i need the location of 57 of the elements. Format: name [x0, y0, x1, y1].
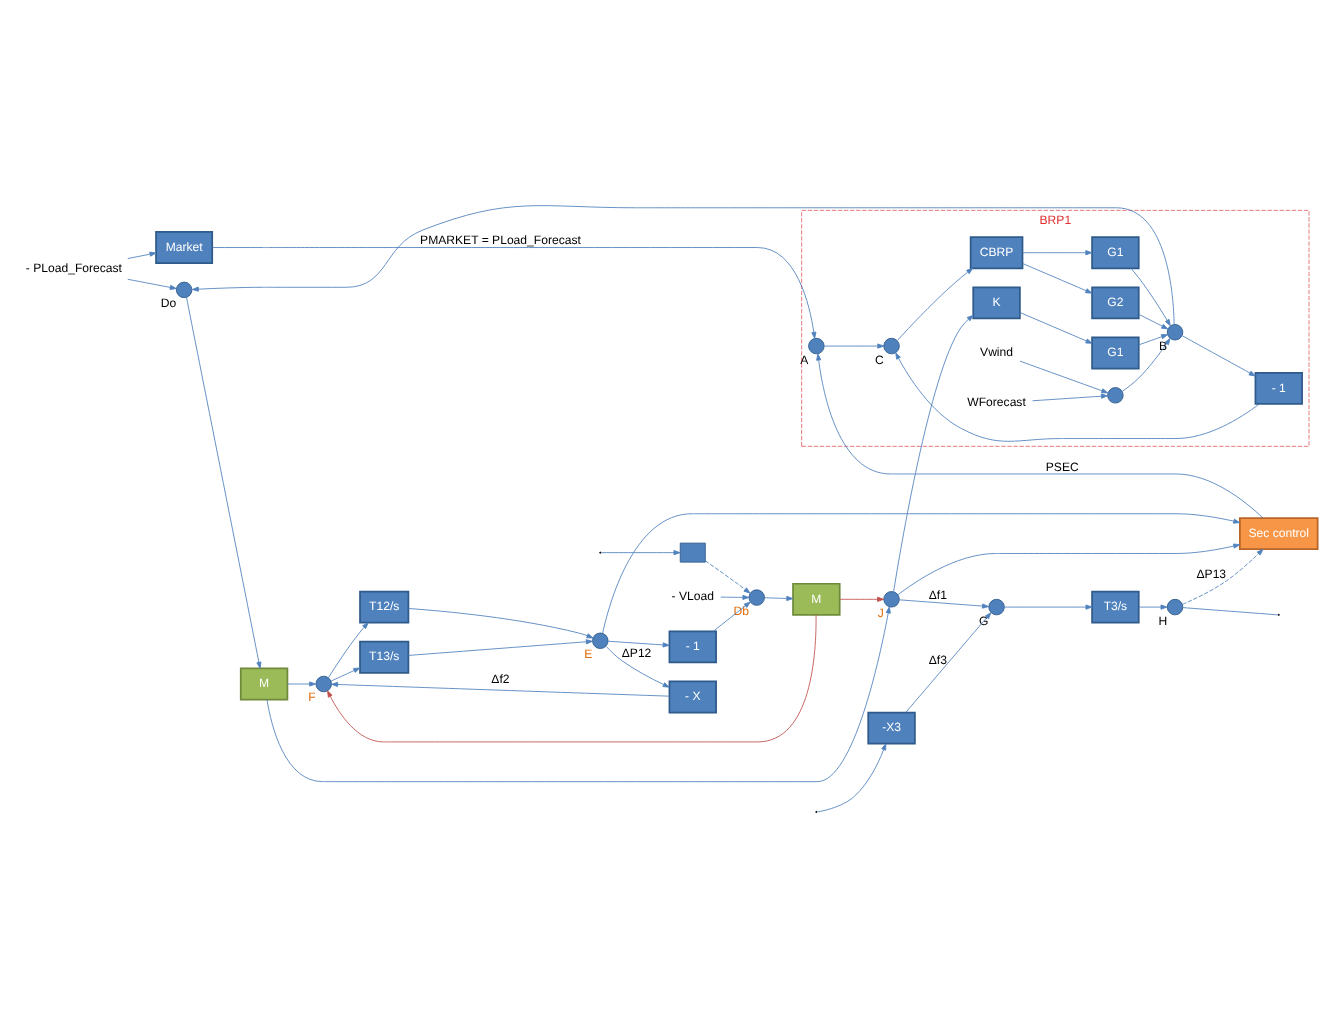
arrow — [600, 550, 681, 556]
node-circle — [748, 589, 765, 606]
arrow — [1138, 334, 1168, 346]
arrow — [1138, 604, 1168, 610]
arrow — [287, 681, 317, 687]
arrow — [1130, 267, 1171, 327]
arrow — [607, 640, 670, 648]
arrow — [1181, 335, 1256, 377]
arrow — [899, 599, 989, 609]
arrow — [816, 743, 887, 813]
node-circle — [988, 598, 1005, 616]
arrow — [895, 352, 1260, 442]
connector — [1182, 607, 1279, 616]
node-circle — [1107, 387, 1124, 404]
node-circle — [592, 632, 609, 649]
arrow — [897, 543, 1241, 596]
arrow — [839, 596, 885, 602]
node-circle — [883, 337, 900, 355]
arrow — [1019, 360, 1109, 394]
arrow — [1181, 548, 1264, 605]
arrow — [764, 595, 794, 601]
node-circle — [175, 281, 193, 299]
node-circle — [883, 591, 900, 608]
arrow — [1138, 313, 1169, 330]
node-circle — [1166, 324, 1184, 341]
arrow — [897, 267, 974, 341]
arrow — [816, 353, 1264, 519]
arrow — [327, 614, 817, 743]
node-box — [679, 542, 706, 563]
arrow — [266, 606, 891, 783]
arrow — [212, 247, 817, 339]
arrow — [408, 639, 593, 656]
arrow — [712, 601, 751, 632]
node-circle — [1166, 598, 1184, 616]
arrow — [331, 681, 670, 697]
arrow — [1019, 312, 1093, 344]
arrow — [602, 513, 1241, 634]
arrow — [720, 594, 750, 600]
arrow — [127, 278, 177, 290]
arrow — [1022, 263, 1093, 294]
arrow — [1032, 393, 1108, 402]
node-circle — [808, 337, 825, 355]
node-circle — [315, 675, 332, 693]
arrow — [605, 646, 670, 688]
arrow — [905, 612, 992, 713]
arrow — [1122, 338, 1171, 392]
arrow — [823, 343, 885, 349]
arrow — [1022, 250, 1093, 256]
arrow — [704, 560, 751, 594]
arrow — [1004, 604, 1093, 610]
arrow — [330, 667, 361, 682]
arrow — [893, 314, 974, 593]
arrow — [191, 205, 1175, 325]
arrow — [408, 608, 594, 639]
arrow — [186, 297, 262, 669]
arrow — [127, 251, 157, 259]
arrow — [328, 622, 369, 679]
